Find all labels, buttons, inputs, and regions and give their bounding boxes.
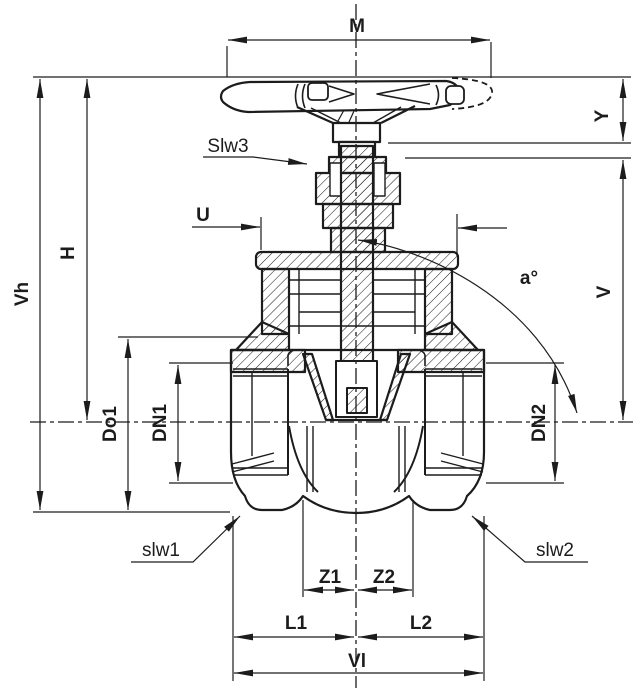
dim-angle-arc xyxy=(357,239,578,414)
dimension-labels: M Y V Vh H Do1 DN1 DN2 U a° Z1 Z2 L1 L2 … xyxy=(12,16,615,672)
label-y: Y xyxy=(592,109,613,122)
handwheel-spoke-hole-left xyxy=(307,82,329,101)
handwheel-spoke-arc-left2 xyxy=(301,83,306,109)
label-z2: Z2 xyxy=(373,567,395,588)
label-do1: Do1 xyxy=(100,406,121,442)
gland-slot-left xyxy=(329,162,342,197)
handwheel-ghost-outline xyxy=(451,77,493,110)
label-slw1: slw1 xyxy=(142,540,180,561)
label-l2: L2 xyxy=(410,613,432,634)
handwheel-spoke-arc-left xyxy=(294,83,299,109)
seat-step-left xyxy=(287,349,297,366)
label-dn1: DN1 xyxy=(150,404,171,442)
label-z1: Z1 xyxy=(319,567,342,588)
handwheel-underside-right xyxy=(380,105,416,124)
gland-slot-right xyxy=(373,162,386,197)
label-slw2: slw2 xyxy=(536,540,574,561)
handwheel-underside-right2 xyxy=(372,106,402,124)
label-m: M xyxy=(349,16,365,37)
leader-slw2 xyxy=(471,515,588,563)
handwheel-spoke-lines-left xyxy=(328,85,355,103)
label-v: V xyxy=(594,285,615,298)
handwheel-underside-ticks xyxy=(337,109,355,123)
label-u: U xyxy=(196,205,210,226)
handwheel xyxy=(219,79,465,159)
handwheel-spoke-arc-right xyxy=(435,84,440,106)
flow-passage-right xyxy=(393,425,424,493)
seat-guides xyxy=(306,426,406,492)
label-angle: a° xyxy=(520,268,538,289)
stem-tip xyxy=(346,387,368,414)
valve-stem xyxy=(339,144,375,394)
dimension-graphics xyxy=(33,36,631,681)
handwheel-knob xyxy=(445,85,465,105)
label-h: H xyxy=(58,246,79,260)
handwheel-spoke-lines-right xyxy=(376,83,431,105)
leader-slw1 xyxy=(131,515,241,563)
label-vl: Vl xyxy=(348,651,366,672)
label-vh: Vh xyxy=(12,282,33,306)
leader-slw3 xyxy=(203,156,308,165)
label-dn2: DN2 xyxy=(529,404,550,442)
bonnet-wall-left xyxy=(260,267,291,336)
handwheel-underside-left2 xyxy=(310,107,342,124)
flow-passage-left xyxy=(288,425,319,493)
label-slw3: Slw3 xyxy=(207,136,248,157)
hex-chamfer-lines xyxy=(231,452,484,473)
handwheel-underside-left xyxy=(296,105,334,125)
label-l1: L1 xyxy=(285,613,308,634)
centerlines xyxy=(30,4,633,688)
